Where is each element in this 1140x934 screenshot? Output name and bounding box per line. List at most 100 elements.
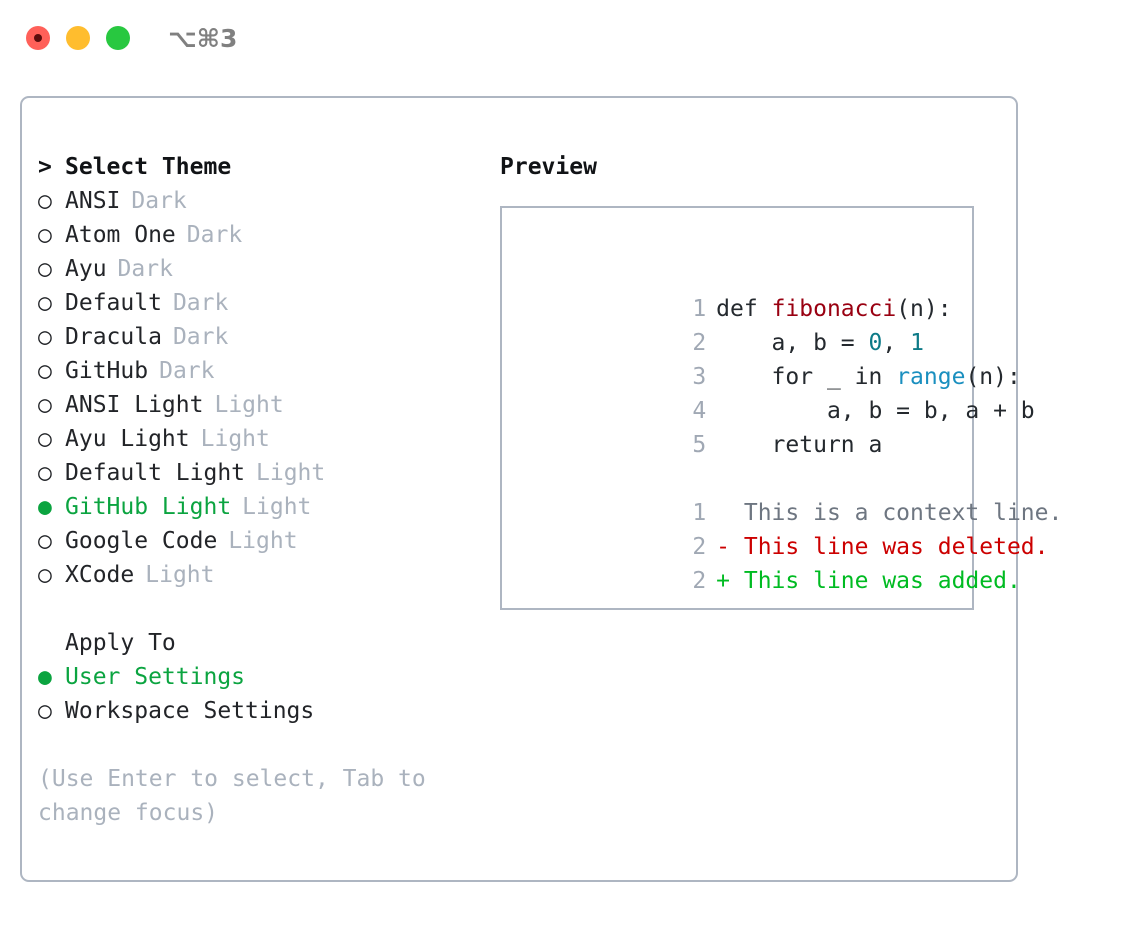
radio-unselected-icon: ○ <box>38 256 52 282</box>
theme-name: Ayu Light <box>65 426 190 452</box>
keyboard-hint-text: (Use Enter to select, Tab to change focu… <box>38 766 426 826</box>
select-theme-header: > Select Theme <box>38 150 498 184</box>
radio-selected-icon: ● <box>38 494 52 520</box>
code-line: 5 return a <box>518 394 968 458</box>
code-token: def <box>716 296 772 322</box>
radio-selected-icon: ● <box>38 664 52 690</box>
diff-line-added: 2 + This line was added. <box>518 530 1021 594</box>
maximize-window-button[interactable] <box>106 26 130 50</box>
diff-text: - This line was deleted. <box>716 534 1049 560</box>
theme-name: XCode <box>65 562 135 588</box>
code-token: , <box>882 330 911 356</box>
line-number: 2 <box>692 330 707 356</box>
radio-unselected-icon: ○ <box>38 188 52 214</box>
theme-variant: Light <box>228 528 298 554</box>
code-token-number: 1 <box>910 330 924 356</box>
radio-unselected-icon: ○ <box>38 426 52 452</box>
theme-list-item[interactable]: ○ Ayu Light Light <box>38 422 498 456</box>
theme-name: Dracula <box>65 324 162 350</box>
code-line: 4 a, b = b, a + b <box>518 360 1034 424</box>
line-number: 5 <box>692 432 707 458</box>
theme-list-item-selected[interactable]: ● GitHub Light Light <box>38 490 498 524</box>
theme-list-item[interactable]: ○ Dracula Dark <box>38 320 498 354</box>
prompt-caret-icon: > <box>38 154 52 180</box>
line-number: 1 <box>692 296 707 322</box>
theme-variant: Dark <box>172 324 229 350</box>
code-token: return a <box>716 432 883 458</box>
theme-list-item[interactable]: ○ ANSI Light Light <box>38 388 498 422</box>
code-line: 1 def fibonacci(n): <box>518 258 968 322</box>
close-window-button[interactable] <box>26 26 50 50</box>
theme-list-item[interactable]: ○ Default Light Light <box>38 456 498 490</box>
theme-variant: Dark <box>131 188 187 214</box>
theme-name: GitHub Light <box>65 494 232 520</box>
theme-name: Ayu <box>65 256 107 282</box>
code-token: (n): <box>965 364 1021 390</box>
theme-variant: Light <box>256 460 326 486</box>
radio-unselected-icon: ○ <box>38 562 52 588</box>
line-number: 4 <box>692 398 707 424</box>
radio-unselected-icon: ○ <box>38 460 52 486</box>
theme-name: Google Code <box>65 528 218 554</box>
code-token: a, b = b, a + b <box>716 398 1035 424</box>
code-line: 3 for _ in range(n): <box>518 326 1021 390</box>
titlebar: ⌥⌘3 <box>0 0 1140 78</box>
radio-unselected-icon: ○ <box>38 358 52 384</box>
radio-unselected-icon: ○ <box>38 528 52 554</box>
theme-variant: Dark <box>172 290 229 316</box>
line-number: 3 <box>692 364 707 390</box>
theme-variant: Light <box>214 392 284 418</box>
list-spacer <box>38 592 498 626</box>
apply-to-option-label: User Settings <box>65 664 246 690</box>
select-theme-title: Select Theme <box>65 154 232 180</box>
theme-variant: Dark <box>159 358 215 384</box>
code-token-number: 0 <box>868 330 883 356</box>
code-token: (n): <box>896 296 952 322</box>
diff-line-context: 1 This is a context line. <box>518 462 1062 526</box>
theme-list-item[interactable]: ○ ANSI Dark <box>38 184 498 218</box>
theme-name: Default <box>65 290 162 316</box>
minimize-window-button[interactable] <box>66 26 90 50</box>
radio-unselected-icon: ○ <box>38 698 52 724</box>
theme-name: Atom One <box>65 222 176 248</box>
diff-text: This is a context line. <box>716 500 1063 526</box>
theme-variant: Dark <box>117 256 173 282</box>
apply-to-option-workspace-settings[interactable]: ○Workspace Settings <box>38 694 498 728</box>
line-number: 2 <box>692 534 707 560</box>
theme-variant: Light <box>200 426 270 452</box>
line-number: 1 <box>692 500 707 526</box>
theme-list-item[interactable]: ○ Ayu Dark <box>38 252 498 286</box>
theme-name: ANSI Light <box>65 392 204 418</box>
code-token: a, b = <box>716 330 869 356</box>
theme-list-item[interactable]: ○ Default Dark <box>38 286 498 320</box>
radio-unselected-icon: ○ <box>38 324 52 350</box>
theme-name: ANSI <box>65 188 121 214</box>
code-token: for _ in <box>716 364 897 390</box>
theme-variant: Light <box>242 494 312 520</box>
line-number: 2 <box>692 568 707 594</box>
keyboard-shortcut-label: ⌥⌘3 <box>168 24 238 53</box>
diff-text: + This line was added. <box>716 568 1021 594</box>
theme-list-item[interactable]: ○ Atom One Dark <box>38 218 498 252</box>
code-token-function: fibonacci <box>771 296 897 322</box>
theme-list-item[interactable]: ○ Google Code Light <box>38 524 498 558</box>
radio-unselected-icon: ○ <box>38 222 52 248</box>
radio-unselected-icon: ○ <box>38 290 52 316</box>
apply-to-title: Apply To <box>65 630 176 656</box>
theme-variant: Dark <box>186 222 243 248</box>
radio-unselected-icon: ○ <box>38 392 52 418</box>
code-token-call: range <box>896 364 966 390</box>
diff-line-deleted: 2 - This line was deleted. <box>518 496 1048 560</box>
theme-name: Default Light <box>65 460 246 486</box>
preview-title: Preview <box>500 154 597 180</box>
apply-to-option-user-settings[interactable]: ● User Settings <box>38 660 498 694</box>
code-line: 2 a, b = 0, 1 <box>518 292 968 356</box>
